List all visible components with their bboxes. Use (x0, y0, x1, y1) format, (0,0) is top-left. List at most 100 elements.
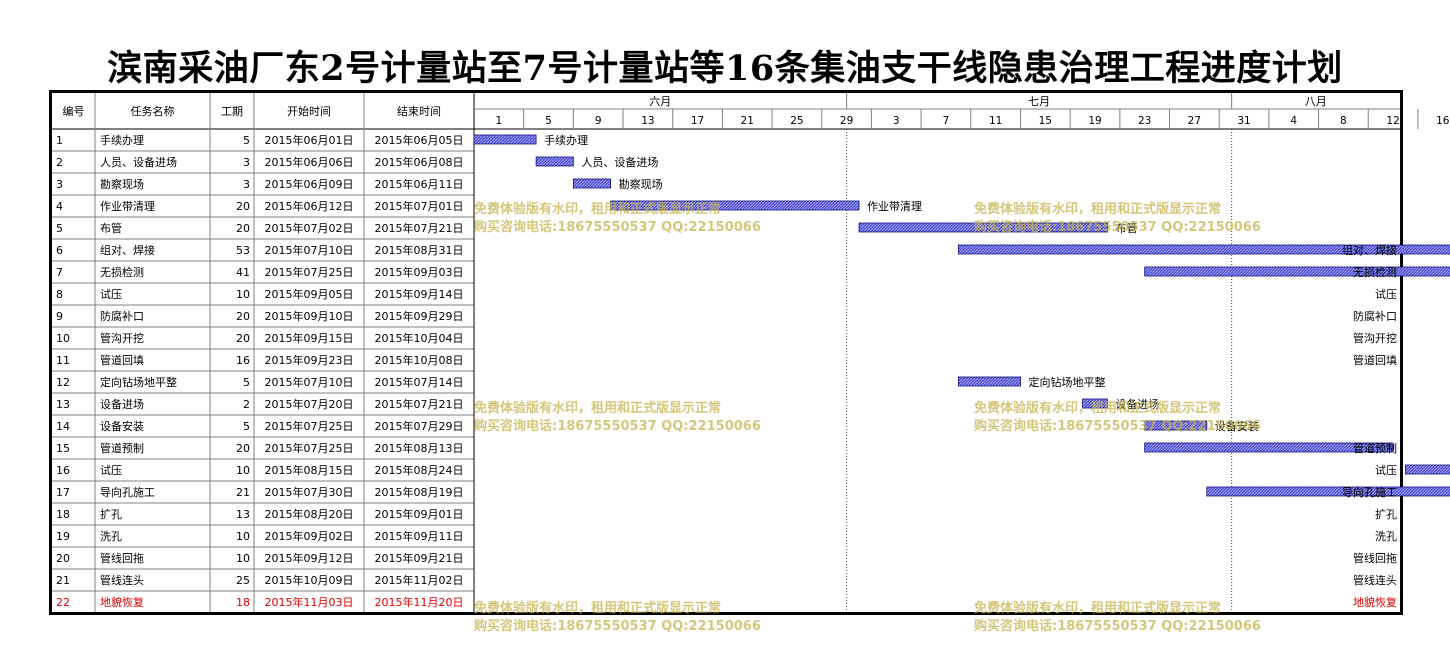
task-end: 2015年09月11日 (375, 529, 464, 543)
task-duration: 5 (243, 420, 250, 433)
gantt-bar-label: 定向钻场地平整 (1028, 375, 1105, 389)
watermark-line1: 免费体验版有水印，租用和正式版显示正常 (974, 202, 1222, 217)
gantt-bar-label: 地貌恢复 (1353, 595, 1397, 609)
task-end: 2015年11月02日 (375, 573, 464, 587)
task-duration: 20 (236, 222, 250, 235)
tick-label: 11 (989, 115, 1002, 127)
task-duration: 13 (236, 508, 250, 521)
task-duration: 16 (236, 354, 250, 367)
tick-label: 12 (1386, 115, 1399, 127)
gantt-bar-label: 洗孔 (1375, 530, 1397, 543)
task-duration: 10 (236, 552, 250, 565)
gantt-bar-label: 组对、焊接 (1342, 243, 1397, 257)
gantt-bar (1206, 486, 1450, 497)
gantt-bar-label: 设备安装 (1215, 419, 1259, 433)
task-end: 2015年07月29日 (375, 419, 464, 433)
task-start: 2015年06月01日 (265, 133, 354, 147)
task-start: 2015年08月15日 (265, 463, 354, 477)
task-duration: 10 (236, 464, 250, 477)
gantt-bar-label: 无损检测 (1353, 265, 1397, 279)
tick-label: 8 (1340, 115, 1347, 127)
gantt-bar (957, 244, 1450, 255)
gantt-bar (1144, 442, 1394, 453)
tick-label: 25 (790, 115, 803, 127)
task-no: 5 (56, 222, 63, 235)
task-duration: 20 (236, 310, 250, 323)
task-name: 地貌恢复 (100, 595, 144, 609)
task-duration: 10 (236, 288, 250, 301)
task-duration: 3 (243, 178, 250, 191)
task-name: 设备安装 (100, 419, 144, 433)
task-start: 2015年10月09日 (265, 573, 354, 587)
gantt-bar-label: 扩孔 (1375, 507, 1397, 521)
task-name: 作业带清理 (100, 200, 155, 213)
task-end: 2015年08月31日 (375, 243, 464, 257)
task-no: 15 (56, 442, 70, 455)
gantt-bar (535, 156, 574, 167)
tick-label: 19 (1088, 115, 1101, 127)
tick-label: 13 (641, 115, 654, 127)
task-name: 管道预制 (100, 441, 144, 455)
gantt-bar-label: 试压 (1375, 464, 1397, 477)
task-end: 2015年09月03日 (375, 265, 464, 279)
tick-label: 17 (691, 115, 704, 127)
column-header-no: 编号 (63, 104, 85, 118)
watermark-line1: 免费体验版有水印，租用和正式版显示正常 (974, 601, 1222, 616)
gantt-bar-label: 试压 (1375, 288, 1397, 301)
gantt-bar-label: 作业带清理 (867, 200, 922, 213)
task-end: 2015年09月29日 (375, 309, 464, 323)
tick-label: 16 (1436, 115, 1450, 127)
gantt-bar-label: 管道回填 (1353, 353, 1397, 367)
task-start: 2015年07月02日 (265, 221, 354, 235)
task-start: 2015年07月25日 (265, 441, 354, 455)
task-start: 2015年07月30日 (265, 485, 354, 499)
task-duration: 18 (236, 596, 250, 609)
column-header-duration: 工期 (221, 105, 243, 118)
month-label: 六月 (649, 95, 671, 108)
month-label: 八月 (1305, 95, 1327, 108)
watermark-line2: 购买咨询电话:18675550537 QQ:22150066 (974, 419, 1261, 434)
task-start: 2015年09月10日 (265, 309, 354, 323)
task-name: 勘察现场 (100, 177, 144, 191)
watermark: 免费体验版有水印，租用和正式版显示正常购买咨询电话:18675550537 QQ… (974, 400, 1261, 436)
task-no: 14 (56, 420, 70, 433)
gantt-bar (610, 200, 860, 211)
task-name: 管线连头 (100, 573, 144, 587)
tick-label: 5 (545, 115, 552, 127)
task-no: 18 (56, 508, 70, 521)
watermark-line1: 免费体验版有水印，租用和正式版显示正常 (474, 202, 722, 217)
gantt-bar (473, 134, 537, 145)
column-header-name: 任务名称 (131, 104, 175, 118)
task-end: 2015年07月14日 (375, 375, 464, 389)
task-start: 2015年07月20日 (265, 397, 354, 411)
gantt-bar-label: 勘察现场 (619, 177, 663, 191)
task-name: 手续办理 (100, 133, 144, 147)
task-duration: 21 (236, 486, 250, 499)
task-duration: 20 (236, 442, 250, 455)
tick-label: 15 (1039, 115, 1052, 127)
gantt-bar-label: 设备进场 (1115, 397, 1159, 411)
page-title: 滨南采油厂东2号计量站至7号计量站等16条集油支干线隐患治理工程进度计划 (107, 48, 1343, 89)
task-no: 20 (56, 552, 70, 565)
task-start: 2015年07月25日 (265, 419, 354, 433)
watermark-line2: 购买咨询电话:18675550537 QQ:22150066 (974, 619, 1261, 634)
task-start: 2015年06月09日 (265, 177, 354, 191)
task-duration: 25 (236, 574, 250, 587)
gantt-bar (858, 222, 1108, 233)
gantt-bar (1082, 398, 1108, 409)
table-row: 14 设备安装 5 2015年07月25日 2015年07月29日 设备安装 (56, 419, 1259, 433)
task-name: 管线回拖 (100, 551, 144, 565)
gantt-bar-label: 管道预制 (1353, 441, 1397, 455)
gantt-bar-label: 导向孔施工 (1342, 485, 1397, 499)
task-start: 2015年08月20日 (265, 507, 354, 521)
task-duration: 3 (243, 156, 250, 169)
